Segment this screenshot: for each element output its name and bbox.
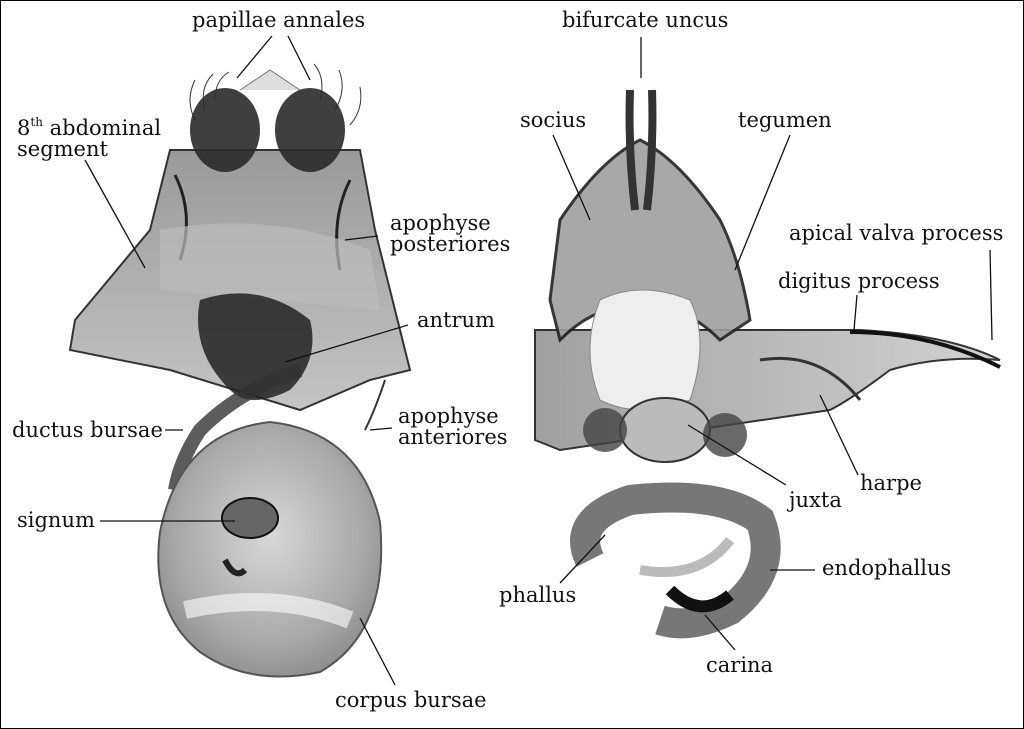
label-signum: signum — [17, 510, 95, 531]
label-digitus-process: digitus process — [778, 271, 940, 292]
label-apophyse-post-2: posteriores — [390, 232, 510, 256]
label-harpe: harpe — [860, 473, 922, 494]
carina-shape — [670, 590, 730, 606]
label-apophyse-anteriores: apophyse anteriores — [398, 406, 508, 448]
signum-shape — [222, 498, 278, 538]
corpus-bursae-shape — [158, 422, 381, 677]
label-tegumen: tegumen — [738, 110, 832, 131]
papillae-lobe-right — [275, 88, 345, 172]
label-bifurcate-uncus: bifurcate uncus — [562, 10, 728, 31]
male-genitalia — [535, 90, 1000, 623]
label-phallus: phallus — [499, 585, 576, 606]
label-apophyse-ant-2: anteriores — [398, 425, 508, 449]
label-8th-abdominal-segment: 8th abdominal segment — [17, 118, 161, 160]
phallus-shape — [585, 498, 766, 624]
papillae-lobe-left — [190, 88, 260, 172]
label-ductus-bursae: ductus bursae — [12, 420, 163, 441]
label-abdominal-sup: th — [30, 115, 43, 129]
label-apophyse-posteriores: apophyse posteriores — [390, 213, 510, 255]
label-carina: carina — [706, 655, 773, 676]
label-endophallus: endophallus — [822, 558, 951, 579]
label-papillae-annales: papillae annales — [192, 10, 365, 31]
label-corpus-bursae: corpus bursae — [335, 690, 487, 711]
label-apical-valva-process: apical valva process — [789, 223, 1003, 244]
label-abdominal-line2: segment — [17, 137, 108, 161]
label-juxta: juxta — [789, 490, 842, 511]
label-antrum: antrum — [417, 310, 495, 331]
label-socius: socius — [520, 110, 586, 131]
